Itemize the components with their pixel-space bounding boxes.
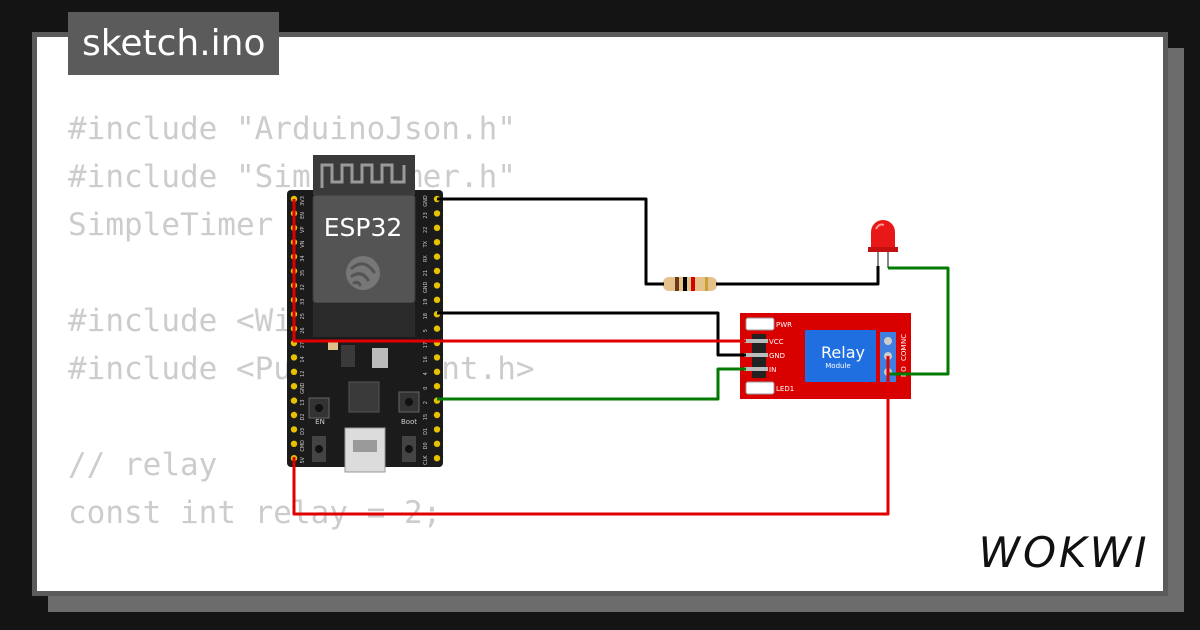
esp32-pin-label: D2 bbox=[300, 413, 306, 420]
esp32-board[interactable]: ESP32 EN Boot 3V3ENVPVN34353233252627141… bbox=[287, 155, 443, 473]
esp32-pin[interactable] bbox=[433, 411, 441, 419]
boot-button-label: Boot bbox=[401, 418, 417, 426]
esp32-pin-label: CLK bbox=[423, 455, 429, 465]
esp32-pin-label: 14 bbox=[300, 356, 306, 362]
esp32-pin-label: 25 bbox=[300, 313, 306, 319]
relay-led-label: LED1 bbox=[776, 385, 794, 393]
esp32-pin-label: 23 bbox=[423, 212, 429, 218]
relay-terminal-nc: NC bbox=[900, 334, 908, 344]
esp32-pin-label: 3V3 bbox=[300, 196, 306, 206]
esp32-pin[interactable] bbox=[433, 426, 441, 433]
esp32-pin-label: 34 bbox=[300, 255, 306, 261]
esp32-pin-label: GND bbox=[423, 195, 429, 207]
wokwi-logo: WOKWI bbox=[978, 528, 1149, 577]
esp32-pin-label: 5 bbox=[423, 329, 429, 332]
esp32-pin-label: 0 bbox=[423, 387, 429, 390]
esp32-pin[interactable] bbox=[433, 239, 441, 246]
esp32-pin-label: 33 bbox=[300, 299, 306, 305]
resistor[interactable] bbox=[663, 277, 717, 291]
esp32-pin-label: 4 bbox=[423, 372, 429, 375]
esp32-pin-label: 22 bbox=[423, 227, 429, 233]
esp32-pin-label: 18 bbox=[423, 313, 429, 319]
wire-resistor-led[interactable] bbox=[716, 266, 880, 286]
esp32-pin[interactable] bbox=[290, 397, 298, 404]
esp32-pin[interactable] bbox=[433, 440, 441, 447]
esp32-pin-label: 16 bbox=[423, 356, 429, 362]
esp32-pin[interactable] bbox=[433, 224, 441, 231]
wokwi-logo-text: WOKWI bbox=[978, 528, 1149, 577]
esp32-pin-label: 13 bbox=[300, 399, 306, 405]
esp32-pin[interactable] bbox=[290, 411, 298, 419]
wire-5v-relay-com[interactable] bbox=[292, 356, 890, 516]
esp32-pin-label: D1 bbox=[423, 428, 429, 435]
esp32-pin[interactable] bbox=[433, 368, 441, 375]
esp32-pin[interactable] bbox=[433, 282, 441, 289]
esp32-pin-label: GND bbox=[300, 382, 306, 394]
esp32-pin-label: 27 bbox=[300, 342, 306, 348]
wire-3v3-relay-vcc[interactable] bbox=[292, 199, 746, 343]
esp32-pin-label: 5V bbox=[300, 456, 306, 463]
esp32-pin[interactable] bbox=[290, 368, 298, 375]
esp32-pin-label: 26 bbox=[300, 327, 306, 333]
relay-pin-in: IN bbox=[769, 366, 776, 374]
esp32-pin-label: 2 bbox=[423, 401, 429, 404]
esp32-pin-label: CMD bbox=[300, 440, 306, 452]
esp32-pin[interactable] bbox=[433, 253, 441, 260]
esp32-pin-label: RX bbox=[423, 255, 429, 262]
relay-label: Relay bbox=[821, 343, 865, 362]
esp32-pin-label: 19 bbox=[423, 299, 429, 305]
relay-sublabel: Module bbox=[825, 362, 850, 370]
esp32-pin[interactable] bbox=[433, 383, 441, 390]
esp32-pin[interactable] bbox=[290, 383, 298, 390]
wire-led-relay-no[interactable] bbox=[888, 266, 950, 376]
esp32-pin-label: 17 bbox=[423, 342, 429, 348]
esp32-pin-label: 35 bbox=[300, 270, 306, 276]
esp32-pin[interactable] bbox=[290, 354, 298, 361]
esp32-pin-label: VP bbox=[300, 227, 306, 233]
esp32-pin-label: GND bbox=[423, 282, 429, 294]
esp32-pin-label: 15 bbox=[423, 414, 429, 420]
wires bbox=[292, 197, 950, 516]
file-title: sketch.ino bbox=[68, 12, 280, 75]
esp32-pin[interactable] bbox=[433, 267, 441, 275]
esp32-pin-label: 32 bbox=[300, 284, 306, 290]
code-line: #include "ArduinoJson.h" bbox=[68, 111, 516, 147]
esp32-pin[interactable] bbox=[433, 210, 441, 217]
esp32-pin-label: 21 bbox=[423, 270, 429, 276]
wire-gnd-resistor[interactable] bbox=[437, 197, 664, 286]
esp32-pin[interactable] bbox=[433, 296, 441, 303]
relay-terminal-no: NO bbox=[900, 366, 908, 377]
esp32-label: ESP32 bbox=[324, 213, 403, 242]
esp32-pin-label: 12 bbox=[300, 371, 306, 377]
esp32-pin-label: D0 bbox=[423, 442, 429, 449]
esp32-pin-label: TX bbox=[423, 240, 429, 248]
esp32-pin[interactable] bbox=[433, 325, 441, 332]
esp32-pin-label: VN bbox=[300, 240, 306, 247]
led[interactable] bbox=[868, 220, 898, 268]
esp32-pin-label: EN bbox=[300, 212, 306, 219]
relay-pin-gnd: GND bbox=[769, 352, 785, 360]
code-line: const int relay = 2; bbox=[68, 495, 442, 531]
esp32-pin[interactable] bbox=[290, 440, 298, 447]
esp32-pin-label: D3 bbox=[300, 428, 306, 435]
relay-module[interactable]: PWR LED1 VCC GND IN Relay Module NC COM … bbox=[740, 313, 911, 399]
code-line: // relay bbox=[68, 447, 218, 483]
en-button-label: EN bbox=[315, 418, 325, 426]
wire-relay-in-gpio2[interactable] bbox=[437, 367, 746, 401]
relay-pin-vcc: VCC bbox=[769, 338, 784, 346]
esp32-pin[interactable] bbox=[433, 455, 441, 462]
esp32-pin[interactable] bbox=[290, 426, 298, 433]
relay-terminal-com: COM bbox=[900, 345, 908, 361]
espressif-logo-icon bbox=[346, 256, 380, 290]
wire-gnd-relay[interactable] bbox=[437, 311, 746, 357]
esp32-pin[interactable] bbox=[433, 354, 441, 361]
relay-pwr-label: PWR bbox=[776, 321, 792, 329]
